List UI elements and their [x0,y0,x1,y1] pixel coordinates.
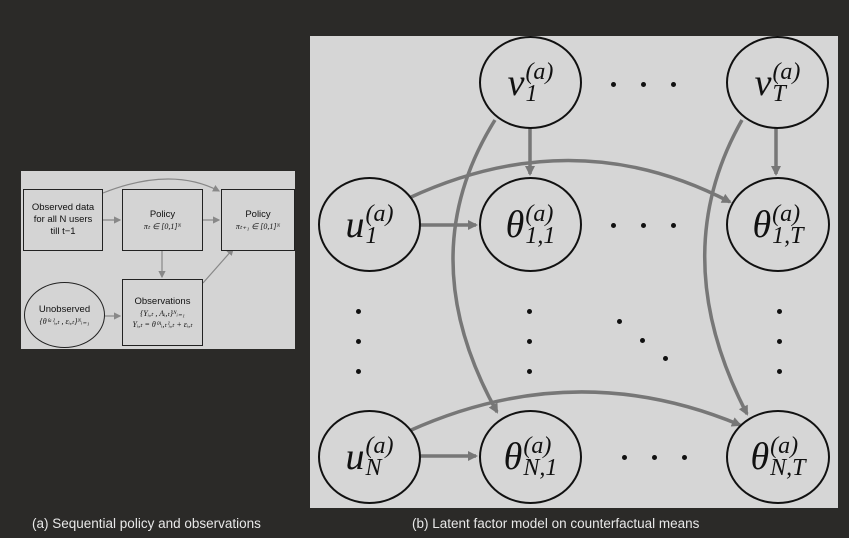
ellipsis-dot [527,309,532,314]
ellipsis-dot [356,339,361,344]
node-theta-1-T-sup: (a) [772,200,801,227]
node-theta-N-1: θ(a)N,1 [479,410,582,504]
ellipsis-dot [641,82,646,87]
caption-b: (b) Latent factor model on counterfactua… [412,516,700,531]
observations-box: Observations {Yᵢ,ₜ , Aᵢ,ₜ}ᴺᵢ₌₁ Yᵢ,ₜ = θ⁽… [122,279,203,346]
arrow-vT-to-thetaNT [703,119,749,416]
node-vT-sub: T [772,80,786,107]
unobserved-ellipse: Unobserved {θ⁽ᵃ⁾ᵢ,ₜ , εᵢ,ₜ}ᴺᵢ₌₁ [24,282,105,348]
panel-b-arrows [408,119,781,461]
ellipsis-dot [777,339,782,344]
node-v1-sup: (a) [525,58,554,85]
node-u1-sup: (a) [365,200,394,227]
ellipsis-dot [617,319,622,324]
node-uN-sub: N [365,455,382,481]
node-vT-base: v [754,61,772,104]
policy-t-formula: πₜ ∈ [0,1]ᴺ [143,221,182,231]
observations-line-2: Yᵢ,ₜ = θ⁽ᴬᵢ,ₜ⁾ᵢ,ₜ + εᵢ,ₜ [132,319,193,329]
node-u1-base: u [345,203,365,246]
node-theta-N-1-base: θ [503,436,523,478]
observations-title: Observations [134,295,191,307]
ellipsis-dot [527,369,532,374]
observed-data-line-1: Observed data [31,202,95,213]
node-theta-N-T-sub: N,T [770,455,806,481]
ellipsis-dot [356,309,361,314]
ellipsis-dot [682,455,687,460]
node-v1-base: v [507,61,525,104]
node-theta-N-T-base: θ [750,436,770,478]
node-vT: v(a)T [726,36,829,129]
node-theta-1-1: θ(a)1,1 [479,177,582,272]
ellipsis-dot [671,82,676,87]
policy-t1-box: Policy πₜ₊₁ ∈ [0,1]ᴺ [221,189,295,251]
policy-t-box: Policy πₜ ∈ [0,1]ᴺ [122,189,203,251]
ellipsis-dot [527,339,532,344]
ellipsis-dot [640,338,645,343]
ellipsis-dot [671,223,676,228]
node-theta-1-1-sup: (a) [525,200,554,227]
node-uN: u(a)N [318,410,421,504]
arrow-data-to-next-policy [102,178,221,194]
node-theta-1-T: θ(a)1,T [726,177,830,272]
ellipsis-dot [777,369,782,374]
ellipsis-dot [356,369,361,374]
ellipsis-dot [611,82,616,87]
policy-t1-title: Policy [245,208,271,220]
policy-t-title: Policy [149,208,176,220]
observed-data-line-3: till t−1 [50,226,76,237]
node-theta-N-1-sup: (a) [523,433,552,459]
node-theta-N-T: θ(a)N,T [726,410,830,504]
caption-a: (a) Sequential policy and observations [32,516,261,531]
unobserved-formula: {θ⁽ᵃ⁾ᵢ,ₜ , εᵢ,ₜ}ᴺᵢ₌₁ [39,316,90,326]
node-theta-1-T-base: θ [752,203,772,246]
node-theta-1-1-sub: 1,1 [525,222,556,249]
observed-data-box: Observed data for all N users till t−1 [23,189,103,251]
policy-t1-formula: πₜ₊₁ ∈ [0,1]ᴺ [235,221,281,231]
node-v1: v(a)1 [479,36,582,129]
node-vT-sup: (a) [772,58,801,85]
arrow-v1-to-thetaN1 [451,119,499,414]
panel-b-diagram: v(a)1 v(a)T u(a)1 θ(a)1,1 θ(a)1,T u(a)N … [310,36,838,508]
arrow-u1-to-theta1T [408,158,732,204]
node-theta-1-T-sub: 1,T [772,222,804,249]
unobserved-title: Unobserved [38,303,91,315]
node-theta-N-T-sup: (a) [770,433,799,459]
ellipsis-dot [777,309,782,314]
observed-data-line-2: for all N users [33,214,93,225]
node-u1: u(a)1 [318,177,421,272]
node-theta-1-1-base: θ [505,203,525,246]
arrow-observations-to-policy [202,248,234,284]
ellipsis-dot [663,356,668,361]
observations-line-1: {Yᵢ,ₜ , Aᵢ,ₜ}ᴺᵢ₌₁ [140,308,185,318]
node-v1-sub: 1 [525,80,538,107]
node-uN-base: u [345,436,365,478]
ellipsis-dot [622,455,627,460]
node-uN-sup: (a) [365,433,394,459]
ellipsis-dot [652,455,657,460]
node-u1-sub: 1 [365,222,378,249]
node-theta-N-1-sub: N,1 [523,455,558,481]
arrow-uN-to-thetaNT [408,390,742,433]
ellipsis-dot [641,223,646,228]
panel-a-arrows [102,178,234,320]
ellipsis-dot [611,223,616,228]
panel-a-diagram: Observed data for all N users till t−1 P… [21,171,295,349]
